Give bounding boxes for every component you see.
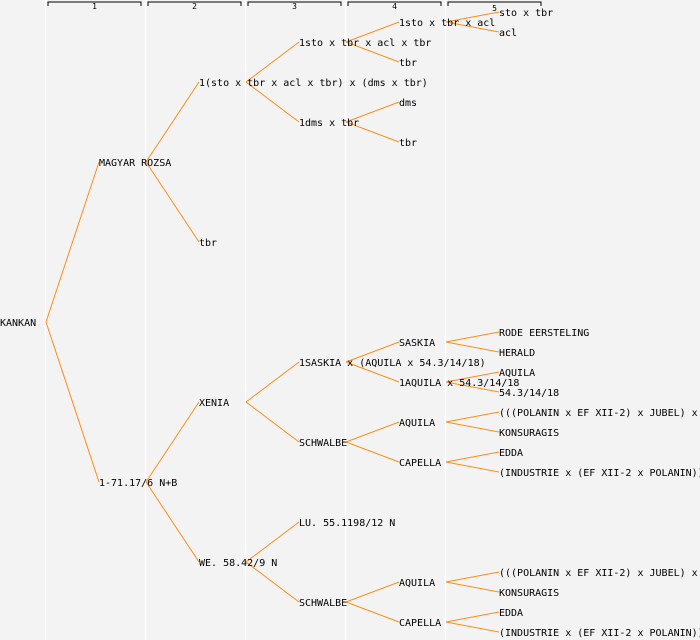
generation-header: 3	[292, 2, 297, 11]
pedigree-node[interactable]: (INDUSTRIE x (EF XII-2 x POLANIN))	[499, 468, 700, 479]
pedigree-node[interactable]: EDDA	[499, 608, 523, 619]
pedigree-link	[245, 521, 300, 563]
pedigree-link	[445, 461, 500, 473]
pedigree-node[interactable]: 1dms x tbr	[299, 118, 359, 129]
pedigree-node[interactable]: SCHWALBE	[299, 598, 347, 609]
pedigree-link	[245, 401, 300, 443]
generation-bracket	[247, 1, 342, 6]
pedigree-link	[345, 421, 400, 443]
pedigree-node[interactable]: 1-71.17/6 N+B	[99, 478, 177, 489]
pedigree-link	[145, 81, 200, 163]
pedigree-link	[445, 421, 500, 433]
pedigree-node[interactable]: sto x tbr	[499, 8, 553, 19]
pedigree-node[interactable]: tbr	[199, 238, 217, 249]
pedigree-node[interactable]: AQUILA	[399, 418, 435, 429]
pedigree-link	[445, 611, 500, 623]
pedigree-node[interactable]: dms	[399, 98, 417, 109]
pedigree-link	[145, 161, 200, 243]
pedigree-node[interactable]: 1sto x tbr x acl	[399, 18, 495, 29]
pedigree-node[interactable]: 1SASKIA x (AQUILA x 54.3/14/18)	[299, 358, 486, 369]
pedigree-node[interactable]: HERALD	[499, 348, 535, 359]
pedigree-link	[445, 621, 500, 633]
pedigree-node[interactable]: acl	[499, 28, 517, 39]
pedigree-link	[345, 341, 400, 363]
pedigree-link	[145, 401, 200, 483]
pedigree-node[interactable]: 54.3/14/18	[499, 388, 559, 399]
pedigree-node[interactable]: SASKIA	[399, 338, 435, 349]
pedigree-link	[445, 11, 500, 23]
generation-header: 5	[492, 4, 497, 13]
generation-bracket	[447, 1, 542, 6]
pedigree-node[interactable]: tbr	[399, 138, 417, 149]
generation-header: 4	[392, 2, 397, 11]
pedigree-node[interactable]: CAPELLA	[399, 458, 441, 469]
pedigree-link	[245, 561, 300, 603]
pedigree-node[interactable]: CAPELLA	[399, 618, 441, 629]
pedigree-link	[345, 41, 400, 63]
pedigree-node[interactable]: (INDUSTRIE x (EF XII-2 x POLANIN))	[499, 628, 700, 639]
pedigree-link	[345, 581, 400, 603]
pedigree-link	[445, 371, 500, 383]
pedigree-link	[445, 381, 500, 393]
pedigree-node[interactable]: LU. 55.1198/12 N	[299, 518, 395, 529]
pedigree-link	[445, 581, 500, 593]
pedigree-node[interactable]: WE. 58.42/9 N	[199, 558, 277, 569]
pedigree-node[interactable]: (((POLANIN x EF XII-2) x JUBEL) x	[499, 568, 698, 579]
pedigree-link	[45, 321, 100, 483]
pedigree-link	[445, 451, 500, 463]
pedigree-link	[445, 411, 500, 423]
pedigree-link	[345, 441, 400, 463]
generation-header: 2	[192, 2, 197, 11]
pedigree-node[interactable]: (((POLANIN x EF XII-2) x JUBEL) x	[499, 408, 698, 419]
pedigree-node[interactable]: 1(sto x tbr x acl x tbr) x (dms x tbr)	[199, 78, 428, 89]
pedigree-link	[245, 41, 300, 83]
generation-bracket	[147, 1, 242, 6]
pedigree-node[interactable]: MAGYAR ROZSA	[99, 158, 171, 169]
generation-bracket	[347, 1, 442, 6]
generation-header: 1	[92, 2, 97, 11]
pedigree-link	[345, 21, 400, 43]
pedigree-node[interactable]: SCHWALBE	[299, 438, 347, 449]
pedigree-node[interactable]: KANKAN	[0, 318, 36, 329]
pedigree-node[interactable]: KONSURAGIS	[499, 428, 559, 439]
pedigree-link	[345, 361, 400, 383]
pedigree-node[interactable]: RODE EERSTELING	[499, 328, 589, 339]
generation-bracket	[47, 1, 142, 6]
pedigree-link	[445, 21, 500, 33]
pedigree-link	[245, 81, 300, 123]
pedigree-link	[445, 341, 500, 353]
pedigree-node[interactable]: XENIA	[199, 398, 229, 409]
pedigree-link	[445, 571, 500, 583]
pedigree-node[interactable]: AQUILA	[499, 368, 535, 379]
pedigree-link	[345, 601, 400, 623]
pedigree-link	[245, 361, 300, 403]
pedigree-node[interactable]: KONSURAGIS	[499, 588, 559, 599]
pedigree-link	[445, 331, 500, 343]
pedigree-link	[145, 481, 200, 563]
pedigree-link	[345, 101, 400, 123]
pedigree-node[interactable]: 1AQUILA x 54.3/14/18	[399, 378, 519, 389]
pedigree-link	[45, 161, 100, 323]
pedigree-node[interactable]: 1sto x tbr x acl x tbr	[299, 38, 431, 49]
pedigree-node[interactable]: EDDA	[499, 448, 523, 459]
pedigree-node[interactable]: AQUILA	[399, 578, 435, 589]
pedigree-node[interactable]: tbr	[399, 58, 417, 69]
pedigree-link	[345, 121, 400, 143]
